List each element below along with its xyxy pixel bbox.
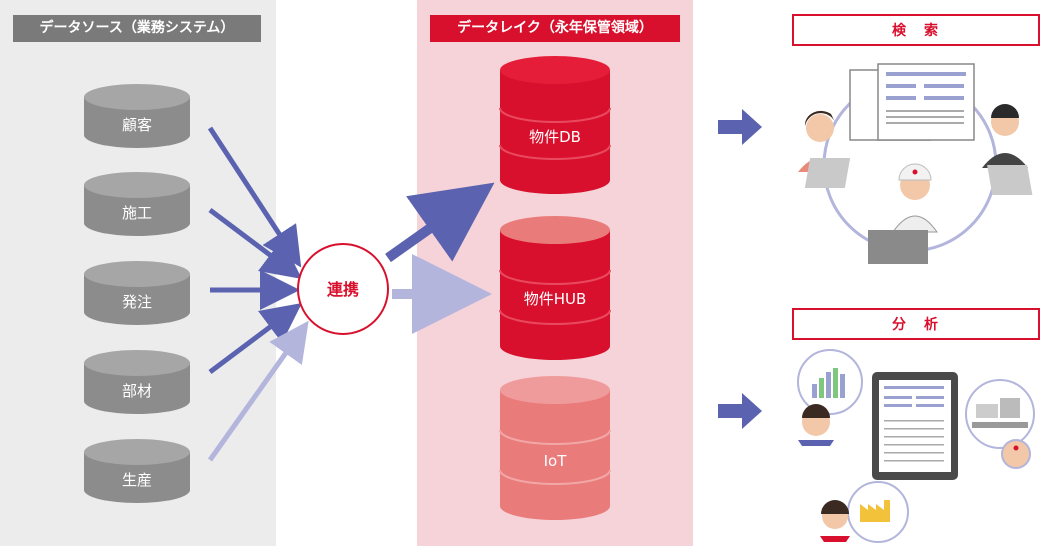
data-source-header: データソース（業務システム） xyxy=(13,15,261,42)
source-db-2: 発注 xyxy=(84,261,190,325)
arrow-hub-to-db xyxy=(385,182,495,263)
source-db-label: 部材 xyxy=(122,382,152,400)
source-db-3: 部材 xyxy=(84,350,190,414)
analysis-illustration xyxy=(797,349,1035,543)
lake-db-label: IoT xyxy=(544,452,568,470)
source-db-label: 生産 xyxy=(122,471,152,489)
source-db-label: 顧客 xyxy=(122,116,152,134)
lake-db-1: 物件HUB xyxy=(499,216,611,360)
search-illustration xyxy=(798,63,1033,264)
arrow-to-analysis xyxy=(718,393,762,429)
source-db-1: 施工 xyxy=(84,172,190,236)
hub-label: 連携 xyxy=(327,280,359,299)
lake-db-label: 物件HUB xyxy=(524,290,587,308)
lake-db-2: IoT xyxy=(499,376,611,520)
arrow-source-0 xyxy=(207,126,302,268)
source-db-0: 顧客 xyxy=(84,84,190,148)
lake-db-0: 物件DB xyxy=(499,56,611,194)
lake-db-label: 物件DB xyxy=(529,128,581,146)
arrow-source-1 xyxy=(208,208,302,279)
data-lake-header: データレイク（永年保管領域） xyxy=(430,15,680,42)
analysis-header: 分 析 xyxy=(792,308,1040,340)
hub-node: 連携 xyxy=(297,243,389,335)
arrow-to-search xyxy=(718,109,762,145)
source-db-4: 生産 xyxy=(84,439,190,503)
arrow-source-4 xyxy=(207,320,309,462)
source-db-label: 発注 xyxy=(122,293,152,311)
search-header: 検 索 xyxy=(792,14,1040,46)
source-db-label: 施工 xyxy=(122,204,152,222)
